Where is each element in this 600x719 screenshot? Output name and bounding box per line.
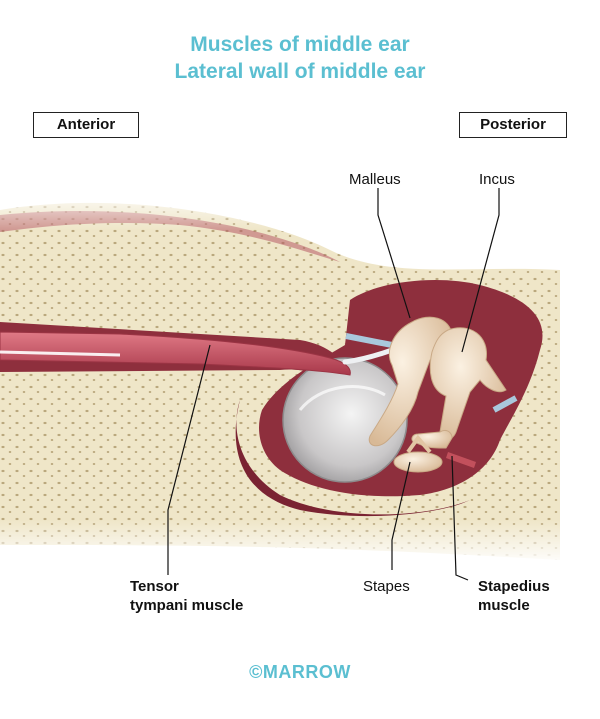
tensor-leader bbox=[167, 344, 211, 575]
tensor-tendon-outline bbox=[0, 350, 121, 357]
stapedius-muscle bbox=[446, 452, 476, 468]
tensor-label-line-1: Tensor bbox=[130, 578, 179, 595]
posterior-label: Posterior bbox=[459, 112, 567, 138]
stapedius-label-line-2: muscle bbox=[478, 597, 530, 614]
stapes-crura bbox=[406, 434, 432, 454]
stapedius-leader bbox=[451, 455, 469, 581]
stapes-label: Stapes bbox=[363, 578, 410, 595]
title-line-2: Lateral wall of middle ear bbox=[174, 60, 426, 83]
malleus-ligament bbox=[345, 333, 393, 348]
incus-leader bbox=[461, 188, 500, 353]
malleus-leader bbox=[377, 188, 411, 319]
tensor-label-line-2: tympani muscle bbox=[130, 597, 244, 614]
stapes-leader bbox=[391, 461, 411, 570]
title-line-1: Muscles of middle ear bbox=[190, 33, 410, 56]
incus-ligament bbox=[492, 395, 518, 413]
incus-label: Incus bbox=[479, 171, 515, 188]
membrane-shading bbox=[298, 385, 386, 411]
tensor-tendon bbox=[342, 347, 395, 365]
malleus-label: Malleus bbox=[349, 171, 401, 188]
stapedius-label-line-1: Stapedius bbox=[478, 578, 550, 595]
stapes-footplate bbox=[393, 451, 443, 473]
anterior-label: Anterior bbox=[33, 112, 139, 138]
copyright-footer: ©MARROW bbox=[249, 662, 351, 682]
